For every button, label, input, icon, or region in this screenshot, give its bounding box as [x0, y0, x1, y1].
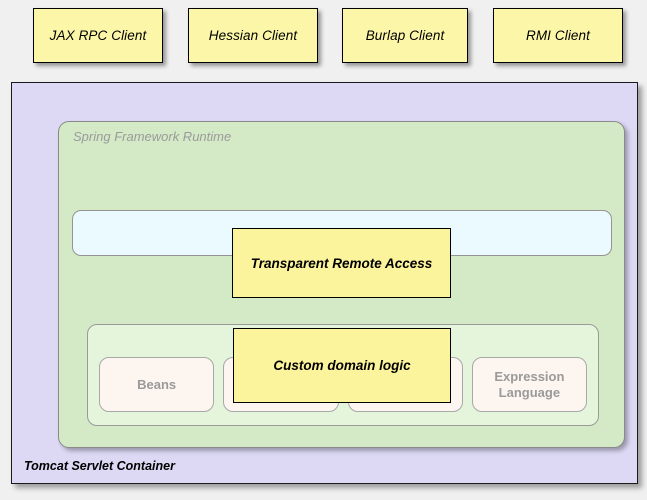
client-box-jax-rpc[interactable]: JAX RPC Client	[33, 8, 163, 63]
client-box-label: Hessian Client	[208, 28, 298, 43]
client-box-burlap[interactable]: Burlap Client	[342, 8, 468, 63]
core-item-expression-language[interactable]: Expression Language	[471, 357, 587, 412]
spring-framework-runtime-label: Spring Framework Runtime	[73, 129, 232, 144]
core-item-label: Beans	[137, 376, 177, 392]
custom-domain-logic-label: Custom domain logic	[273, 358, 411, 373]
core-item-label: Expression Language	[494, 369, 565, 400]
transparent-remote-access-label: Transparent Remote Access	[250, 255, 433, 271]
core-item-beans[interactable]: Beans	[99, 357, 215, 412]
client-box-label: RMI Client	[525, 28, 590, 43]
transparent-remote-access-box[interactable]: Transparent Remote Access	[232, 228, 451, 298]
client-box-rmi[interactable]: RMI Client	[493, 8, 623, 63]
tomcat-servlet-container: Spring Framework Runtime Web Core Contai…	[11, 82, 638, 484]
client-box-hessian[interactable]: Hessian Client	[188, 8, 318, 63]
client-box-label: JAX RPC Client	[49, 28, 147, 43]
client-row: JAX RPC Client Hessian Client Burlap Cli…	[0, 0, 647, 80]
client-box-label: Burlap Client	[365, 28, 445, 43]
custom-domain-logic-box[interactable]: Custom domain logic	[233, 328, 451, 403]
tomcat-servlet-container-label: Tomcat Servlet Container	[24, 459, 175, 473]
